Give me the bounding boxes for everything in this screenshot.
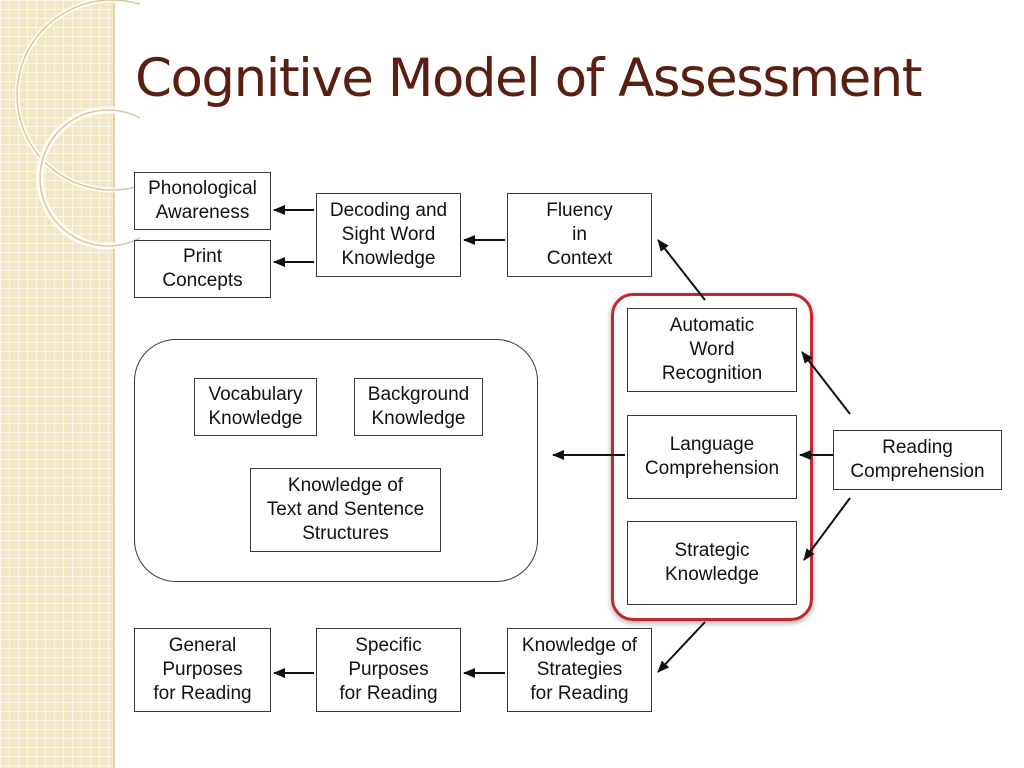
highlight-frame bbox=[611, 293, 813, 621]
fluency-in-context-box: Fluency in Context bbox=[507, 193, 652, 277]
strategic-knowledge-box: Strategic Knowledge bbox=[627, 521, 797, 605]
arrow-strategic-to-strategies bbox=[657, 621, 706, 673]
knowledge-strategies-box: Knowledge of Strategies for Reading bbox=[507, 628, 652, 712]
vocabulary-knowledge-box: Vocabulary Knowledge bbox=[194, 378, 317, 436]
slide-title: Cognitive Model of Assessment bbox=[135, 48, 923, 109]
text-sentence-structures-box: Knowledge of Text and Sentence Structure… bbox=[250, 468, 441, 552]
decorative-circles bbox=[14, 0, 140, 250]
decoding-sight-word-box: Decoding and Sight Word Knowledge bbox=[316, 193, 461, 277]
decorative-sidebar bbox=[0, 0, 115, 768]
language-comprehension-box: Language Comprehension bbox=[627, 415, 797, 499]
print-concepts-box: Print Concepts bbox=[134, 240, 271, 298]
automatic-word-recognition-box: Automatic Word Recognition bbox=[627, 308, 797, 392]
specific-purposes-box: Specific Purposes for Reading bbox=[316, 628, 461, 712]
arrow-reading-to-strategic bbox=[803, 497, 851, 561]
phonological-awareness-box: Phonological Awareness bbox=[134, 172, 271, 230]
reading-comprehension-box: Reading Comprehension bbox=[833, 430, 1002, 490]
arrow-automatic-to-fluency bbox=[657, 239, 706, 301]
background-knowledge-box: Background Knowledge bbox=[354, 378, 483, 436]
arrow-reading-to-automatic bbox=[801, 351, 851, 415]
general-purposes-box: General Purposes for Reading bbox=[134, 628, 271, 712]
